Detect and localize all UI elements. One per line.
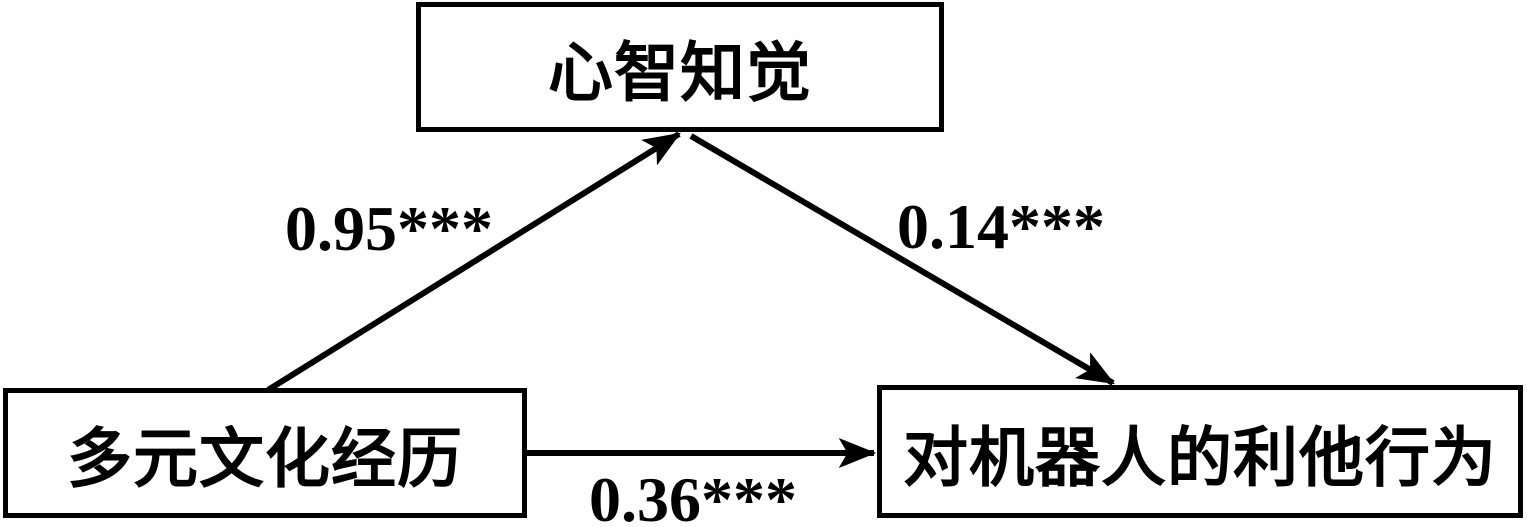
path-a-coefficient: 0.95*** [285,193,493,264]
node-predictor-label: 多元文化经历 [66,424,463,496]
node-predictor: 多元文化经历 [3,388,527,518]
path-b-coefficient: 0.14*** [897,191,1105,262]
node-outcome-label: 对机器人的利他行为 [902,422,1497,495]
node-mediator-label: 心智知觉 [547,38,812,110]
node-mediator: 心智知觉 [416,2,944,132]
path-c-coefficient: 0.36*** [589,464,797,527]
node-outcome: 对机器人的利他行为 [877,385,1523,518]
